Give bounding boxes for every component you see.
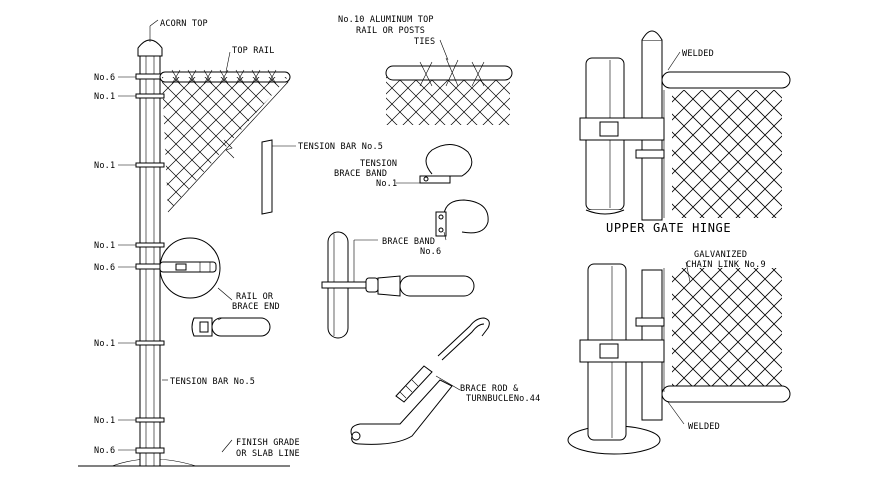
band-label-no1-b: No.1 <box>94 161 115 171</box>
band-label-no6-b: No.6 <box>94 263 115 273</box>
aluminum-top-label-2: RAIL OR POSTS <box>356 26 425 36</box>
finish-grade-label-2: OR SLAB LINE <box>236 449 300 459</box>
band-leaders <box>118 19 233 453</box>
acorn-top <box>137 39 163 57</box>
aluminum-top-label-1: No.10 ALUMINUM TOP <box>338 15 434 25</box>
galvanized-label-1: GALVANIZED <box>694 250 747 260</box>
brace-band-label-1: BRACE BAND <box>382 237 435 247</box>
welded-top-label: WELDED <box>682 49 714 59</box>
tension-brace-band-label-1: TENSION <box>360 159 397 169</box>
tension-brace-band-label-2: BRACE BAND <box>334 169 387 179</box>
chain-link-mesh <box>162 77 288 212</box>
brace-rod-turnbuckle-detail: BRACE ROD & TURNBUCLENo.44 <box>350 317 540 445</box>
top-rail-label: TOP RAIL <box>232 46 275 56</box>
line-post-elevation: ACORN TOP TOP RAIL No.6 No.1 No.1 No.1 N… <box>78 19 300 467</box>
brace-connection-detail <box>321 231 475 339</box>
upper-gate-hinge: WELDED UPPER GATE HINGE <box>579 30 791 235</box>
brace-band-detail: BRACE BAND No.6 <box>382 199 489 257</box>
band-label-no6-a: No.6 <box>94 73 115 83</box>
line-post <box>139 55 161 467</box>
brace-band-label-2: No.6 <box>420 247 441 257</box>
band-label-no1-e: No.1 <box>94 416 115 426</box>
welded-bottom-label: WELDED <box>688 422 720 432</box>
tension-bar-mid-label: TENSION BAR No.5 <box>298 142 383 152</box>
tension-bar-detail: TENSION BAR No.5 <box>261 139 383 215</box>
acorn-top-label: ACORN TOP <box>160 19 208 29</box>
band-label-no1-c: No.1 <box>94 241 115 251</box>
band-label-no6-c: No.6 <box>94 446 115 456</box>
galvanized-label-2: CHAIN LINK No.9 <box>686 260 766 270</box>
rail-end-detail <box>191 317 271 337</box>
rail-brace-end-label-1: RAIL OR <box>236 292 274 302</box>
brace-rod-label-1: BRACE ROD & <box>460 384 519 394</box>
aluminum-tie-detail: No.10 ALUMINUM TOP RAIL OR POSTS TIES <box>338 15 513 125</box>
top-rail-ties <box>171 69 277 85</box>
band-label-no1-d: No.1 <box>94 339 115 349</box>
tension-bar-left-label: TENSION BAR No.5 <box>170 377 255 387</box>
band-label-no1-a: No.1 <box>94 92 115 102</box>
rail-brace-end-label-2: BRACE END <box>232 302 280 312</box>
finish-grade-label-1: FINISH GRADE <box>236 438 300 448</box>
tension-brace-band-detail: TENSION BRACE BAND No.1 <box>334 144 473 189</box>
upper-gate-hinge-title: UPPER GATE HINGE <box>606 221 731 235</box>
brace-rod-label-2: TURNBUCLENo.44 <box>466 394 540 404</box>
ties-label: TIES <box>414 37 435 47</box>
tension-brace-band-label-3: No.1 <box>376 179 397 189</box>
lower-gate-hinge: GALVANIZED CHAIN LINK No.9 WELDED <box>567 250 791 455</box>
